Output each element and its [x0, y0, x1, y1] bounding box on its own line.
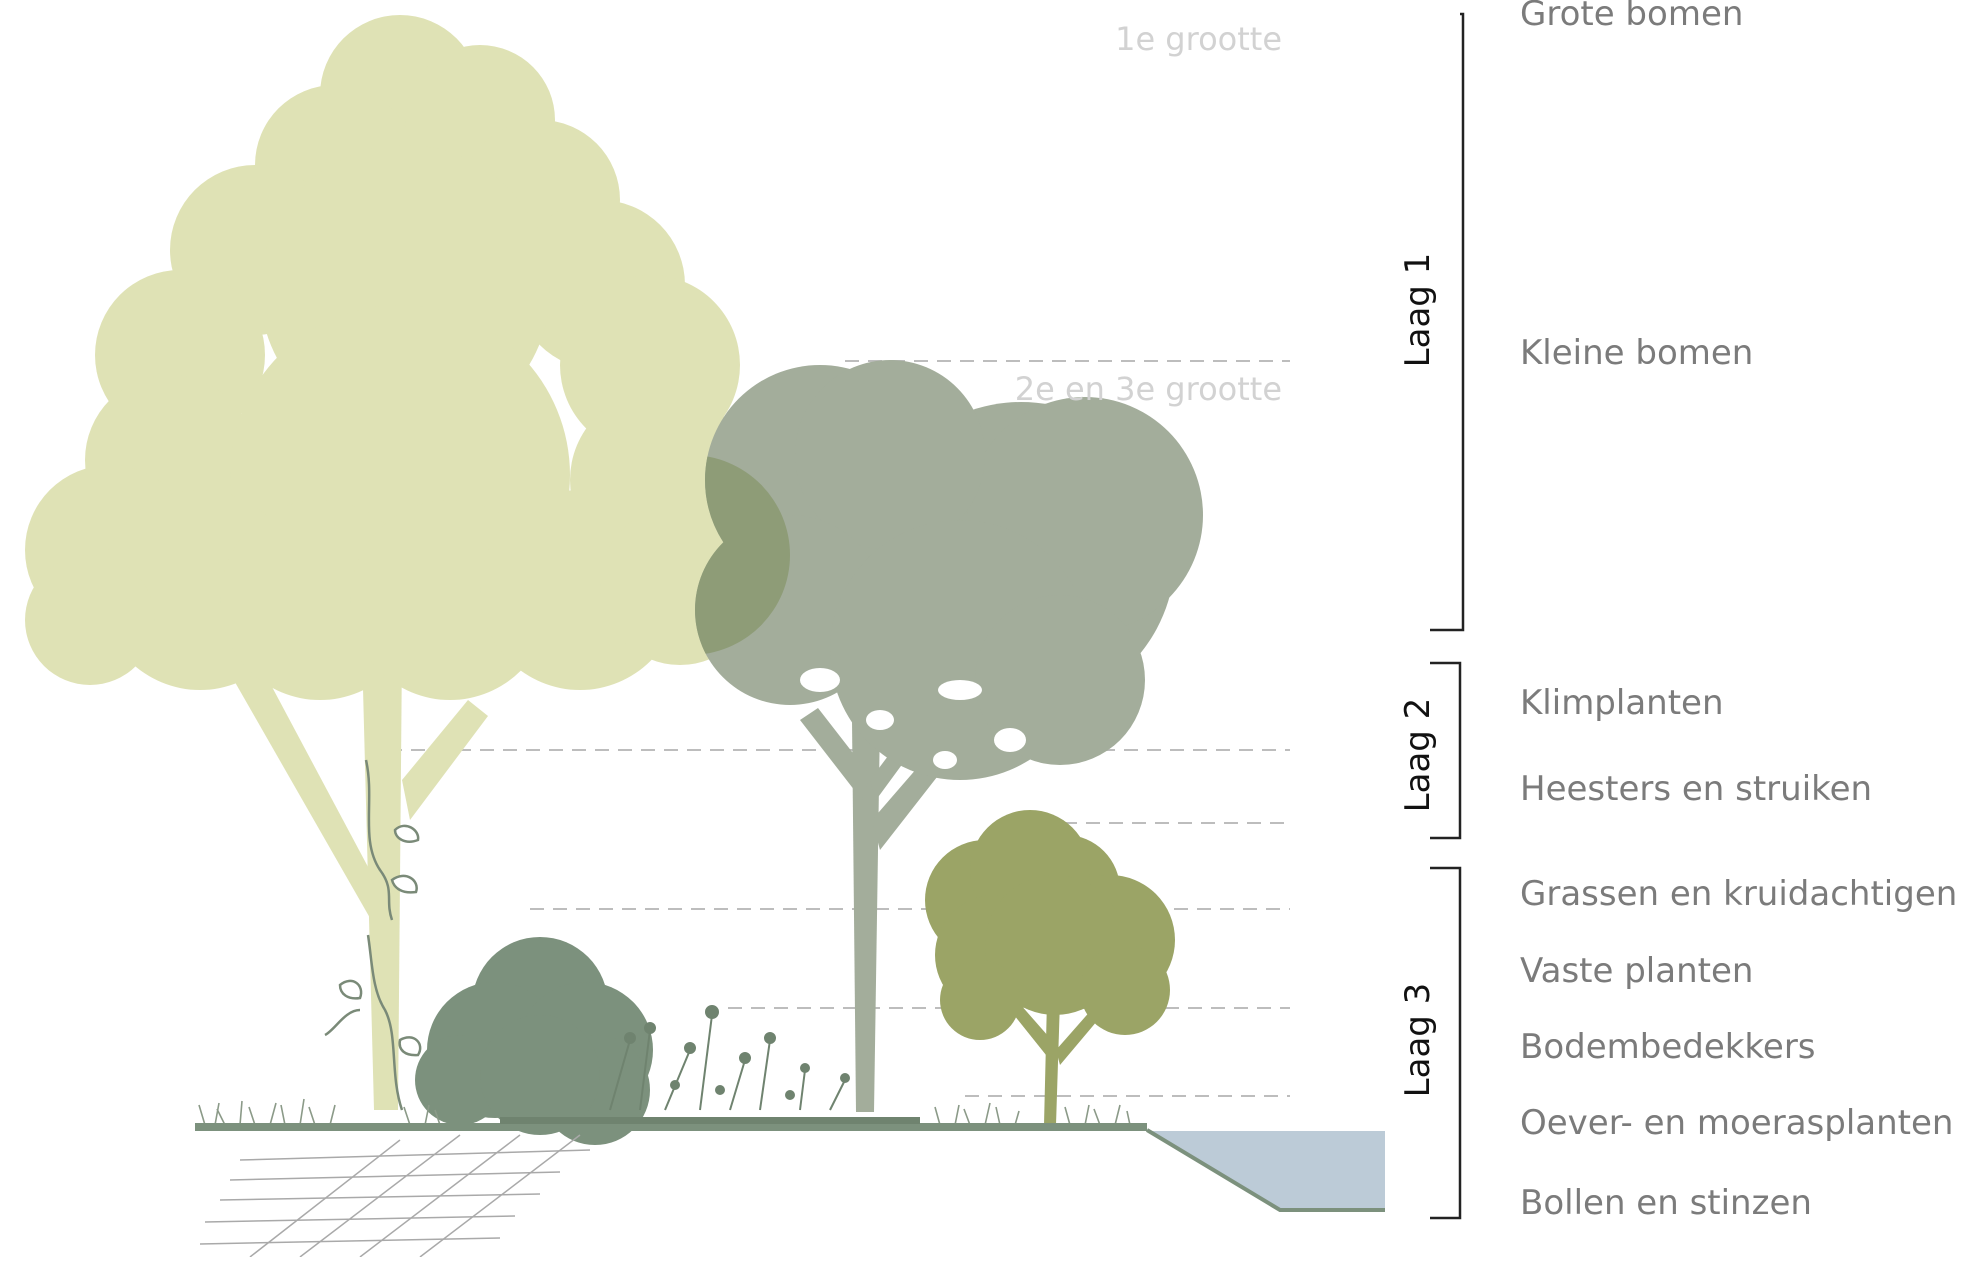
height-label-first: 1e grootte — [1115, 20, 1282, 58]
small-tree — [695, 360, 1203, 1112]
ground-line — [195, 1117, 1147, 1131]
category-vaste-planten: Vaste planten — [1520, 951, 1754, 991]
bracket-laag-1 — [1430, 12, 1465, 632]
dark-shrub — [415, 937, 653, 1145]
category-klimplanten: Klimplanten — [1520, 683, 1724, 723]
olive-shrub — [925, 810, 1175, 1125]
category-kleine-bomen: Kleine bomen — [1520, 333, 1754, 373]
category-grote-bomen: Grote bomen — [1520, 0, 1744, 34]
bracket-laag-3 — [1430, 866, 1462, 1220]
layer-label-laag-2: Laag 2 — [1398, 697, 1438, 813]
layer-label-laag-1: Laag 1 — [1398, 252, 1438, 368]
layer-label-laag-3: Laag 3 — [1398, 982, 1438, 1098]
flowering-herbs — [609, 1005, 850, 1111]
water-body — [1145, 1128, 1385, 1212]
category-oever-en-moerasplanten: Oever- en moerasplanten — [1520, 1103, 1954, 1143]
category-bodembedekkers: Bodembedekkers — [1520, 1027, 1816, 1067]
paving — [199, 1134, 591, 1258]
bracket-laag-2 — [1430, 661, 1462, 840]
climbing-plant — [324, 759, 422, 1111]
large-tree — [25, 15, 760, 1110]
category-grassen-en-kruidachtigen: Grassen en kruidachtigen — [1520, 874, 1958, 914]
category-bollen-en-stinzen: Bollen en stinzen — [1520, 1183, 1812, 1223]
grass — [198, 1098, 1131, 1126]
layer-brackets — [1430, 12, 1465, 1220]
height-label-second: 2e en 3e grootte — [1014, 370, 1282, 408]
category-heesters-en-struiken: Heesters en struiken — [1520, 769, 1873, 809]
